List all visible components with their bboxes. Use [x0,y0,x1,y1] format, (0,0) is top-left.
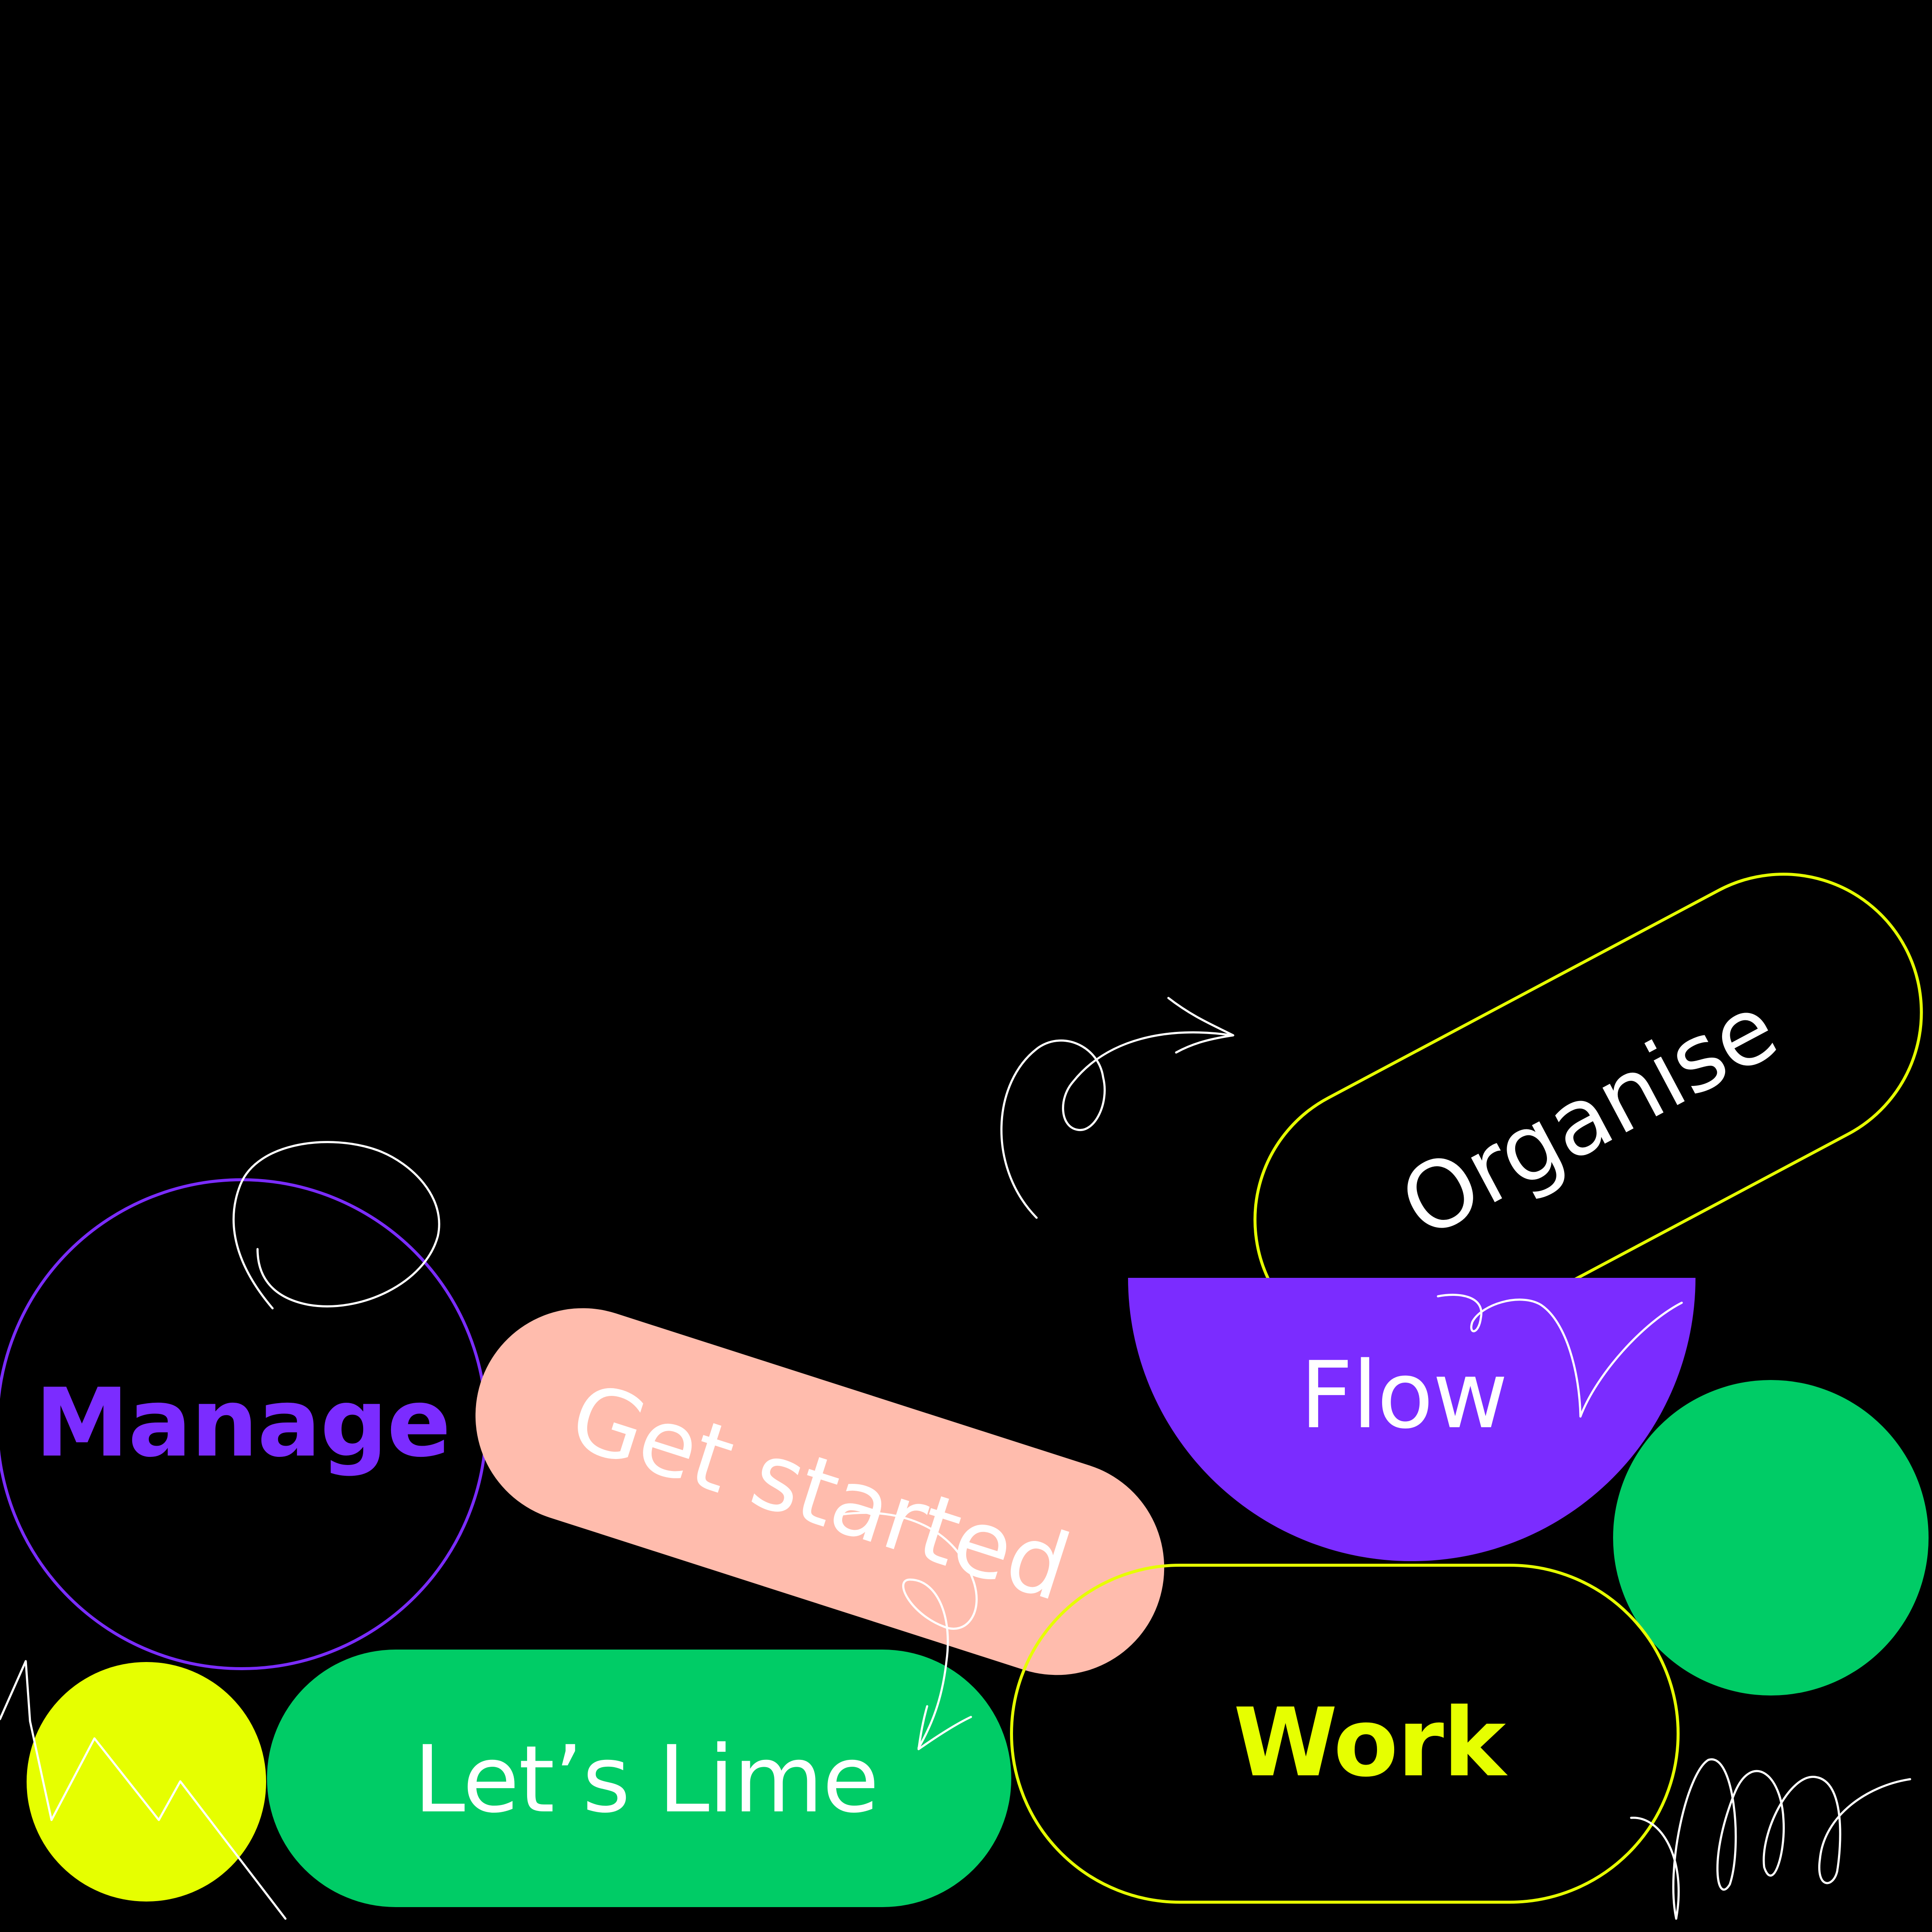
arrow-head-doodle [1167,997,1234,1054]
flow-label: Flow [1300,1341,1508,1449]
lets-lime-label: Let’s Lime [413,1725,880,1833]
work-pill [1010,1564,1680,1904]
work-label: Work [1233,1688,1506,1798]
curly-arrow-doodle [1000,1031,1233,1219]
squiggle-doodle [1630,1758,1911,1920]
lime-circle [27,1662,266,1902]
green-circle [1613,1380,1929,1695]
get-started-label: Get started [558,1362,1082,1622]
manage-label: Manage [35,1368,451,1478]
